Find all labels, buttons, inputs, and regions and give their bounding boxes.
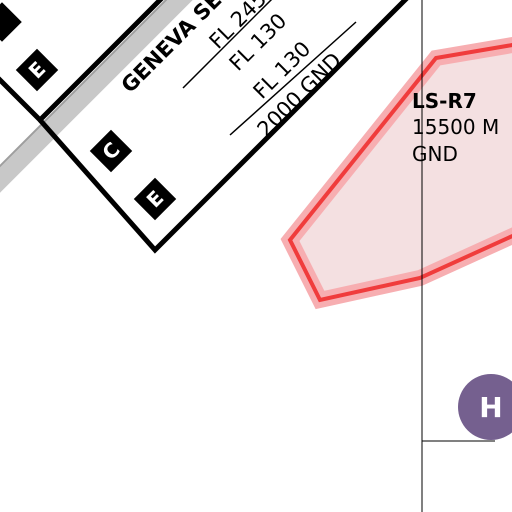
restricted-area-ls-r7[interactable] (280, 36, 512, 310)
restricted-area-label: LS-R7 15500 M GND (412, 89, 499, 166)
class-badge-top-partial (0, 2, 22, 42)
class-badge-e-upper: E (15, 48, 59, 92)
heliport-icon[interactable]: H (458, 374, 512, 440)
restricted-area-name: LS-R7 (412, 89, 477, 113)
class-badge-e-lower: E (133, 177, 177, 221)
heliport-label: H (479, 391, 502, 424)
restricted-area-upper: 15500 M (412, 115, 499, 139)
tma-boundary (0, 0, 409, 254)
grey-route-line (0, 0, 193, 193)
restricted-area-lower: GND (412, 142, 458, 166)
class-badge-c: C (89, 129, 133, 173)
